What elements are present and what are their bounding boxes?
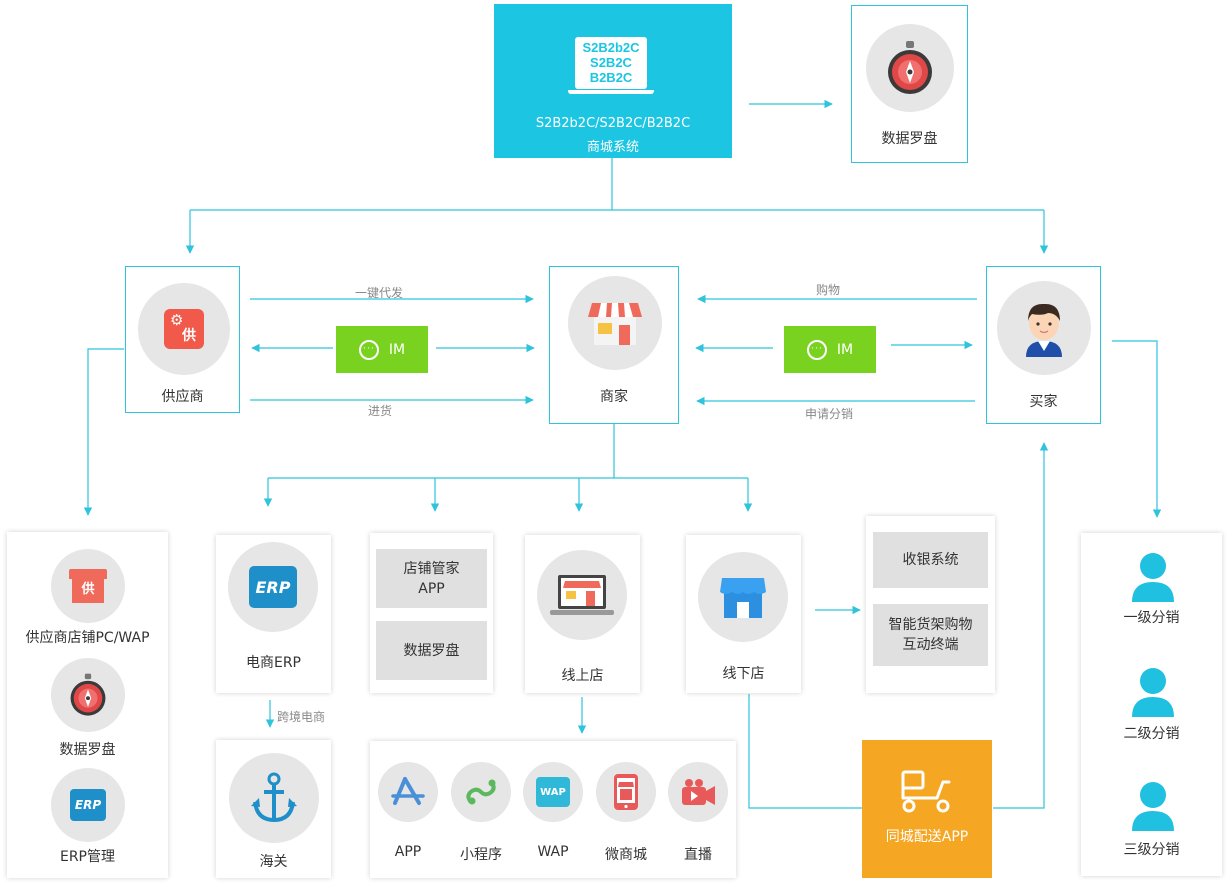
offline-systems-box: 收银系统 智能货架购物 互动终端 — [866, 516, 995, 693]
wap-icon: WAP — [523, 762, 583, 822]
system-caption-line-1: S2B2b2C/S2B2C/B2B2C — [535, 116, 691, 131]
system-screen-line-2: S2B2C — [590, 55, 632, 70]
offline-systems-item-smart-shelf[interactable]: 智能货架购物 互动终端 — [873, 604, 988, 666]
erp-main-badge: ERP — [249, 566, 297, 608]
chat-icon: ··· — [358, 339, 379, 360]
supplier-panel: 供 供应商店铺PC/WAP 数据罗盘 ERP ERP管理 — [7, 532, 168, 878]
merchant-label: 商家 — [600, 389, 628, 405]
distribution-level-3-label: 三级分销 — [1123, 842, 1180, 858]
channel-label-wap: WAP — [537, 844, 569, 860]
supplier-label: 供应商 — [161, 389, 204, 405]
buyer-avatar-icon — [997, 281, 1091, 375]
store-tools-box: 店铺管家 APP 数据罗盘 — [370, 533, 493, 693]
chat-icon: ··· — [806, 339, 827, 360]
channels-box: APP 小程序 WAP WAP 微商城 直播 — [370, 741, 736, 878]
system-box: S2B2b2C S2B2C B2B2C S2B2b2C/S2B2C/B2B2C … — [494, 4, 732, 158]
im-left-label: IM — [388, 341, 406, 358]
erp-icon: ERP — [228, 542, 318, 632]
online-store-label: 线上店 — [561, 668, 604, 684]
delivery-app-label: 同城配送APP — [885, 829, 969, 845]
edge-label-one-click-dropship: 一键代发 — [355, 286, 404, 300]
offline-store-label: 线下店 — [722, 666, 765, 682]
erp-box: ERP 电商ERP — [216, 535, 331, 693]
erp-label: 电商ERP — [245, 655, 301, 671]
im-right-label: IM — [836, 341, 854, 358]
system-screen-line-1: S2B2b2C — [582, 40, 640, 55]
edge-label-cross-border: 跨境电商 — [277, 710, 326, 724]
compass-icon — [51, 658, 125, 732]
gear-icon: ⚙ — [170, 311, 184, 329]
customs-label: 海关 — [259, 854, 288, 870]
channel-label-mini-program: 小程序 — [460, 847, 502, 863]
compass-icon — [866, 24, 954, 112]
mini-program-icon — [451, 762, 511, 822]
merchant-box: 商家 — [549, 266, 679, 424]
person-icon — [1132, 552, 1174, 606]
system-caption-line-2: 商城系统 — [586, 140, 639, 155]
system-screen-line-3: B2B2C — [589, 70, 633, 85]
wap-badge: WAP — [536, 777, 570, 807]
app-store-icon — [378, 762, 438, 822]
buyer-label: 买家 — [1029, 394, 1058, 410]
offline-store-box: 线下店 — [686, 535, 801, 693]
distribution-box: 一级分销 二级分销 三级分销 — [1081, 533, 1222, 876]
delivery-app-box[interactable]: 同城配送APP — [862, 740, 992, 878]
online-shop-laptop-icon — [537, 550, 627, 640]
anchor-icon — [229, 753, 319, 843]
person-icon — [1132, 667, 1174, 721]
customs-box: 海关 — [216, 740, 331, 878]
store-tools-item-manager-app[interactable]: 店铺管家 APP — [376, 549, 487, 608]
erp-icon: ERP — [51, 768, 125, 842]
channel-label-app: APP — [394, 844, 422, 860]
supplier-icon: ⚙ 供 — [138, 283, 230, 375]
distribution-level-2-label: 二级分销 — [1123, 726, 1180, 742]
data-compass-top-label: 数据罗盘 — [881, 131, 938, 147]
edge-label-restock: 进货 — [368, 404, 393, 418]
offline-shop-icon — [698, 552, 788, 642]
distribution-level-1-label: 一级分销 — [1123, 610, 1180, 626]
data-compass-top-box: 数据罗盘 — [851, 5, 968, 163]
erp-badge: ERP — [70, 789, 106, 821]
buyer-box: 买家 — [986, 266, 1101, 424]
supplier-panel-item-compass: 数据罗盘 — [59, 742, 116, 758]
im-button-right[interactable]: ··· IM — [784, 326, 876, 373]
supplier-panel-item-erp: ERP管理 — [59, 849, 115, 865]
channel-label-mobile-mall: 微商城 — [605, 847, 647, 863]
person-icon — [1132, 781, 1174, 835]
online-store-box: 线上店 — [525, 535, 640, 693]
edge-label-purchase: 购物 — [816, 283, 841, 297]
edge-label-apply-distribution: 申请分销 — [805, 407, 854, 421]
shop-icon — [568, 276, 662, 370]
scooter-icon — [899, 768, 955, 818]
store-tools-item-compass[interactable]: 数据罗盘 — [376, 621, 487, 680]
laptop-icon: S2B2b2C S2B2C B2B2C — [568, 37, 654, 95]
supplier-store-icon: 供 — [51, 549, 125, 623]
offline-systems-item-cashier[interactable]: 收银系统 — [873, 532, 988, 588]
supplier-box: ⚙ 供 供应商 — [125, 266, 240, 413]
supplier-badge: 供 — [182, 328, 196, 344]
supplier-store-badge: 供 — [81, 582, 95, 597]
supplier-panel-item-store: 供应商店铺PC/WAP — [25, 630, 150, 646]
channel-label-live: 直播 — [684, 847, 712, 863]
live-stream-icon — [668, 762, 728, 822]
im-button-left[interactable]: ··· IM — [336, 326, 428, 373]
mobile-mall-icon — [596, 762, 656, 822]
